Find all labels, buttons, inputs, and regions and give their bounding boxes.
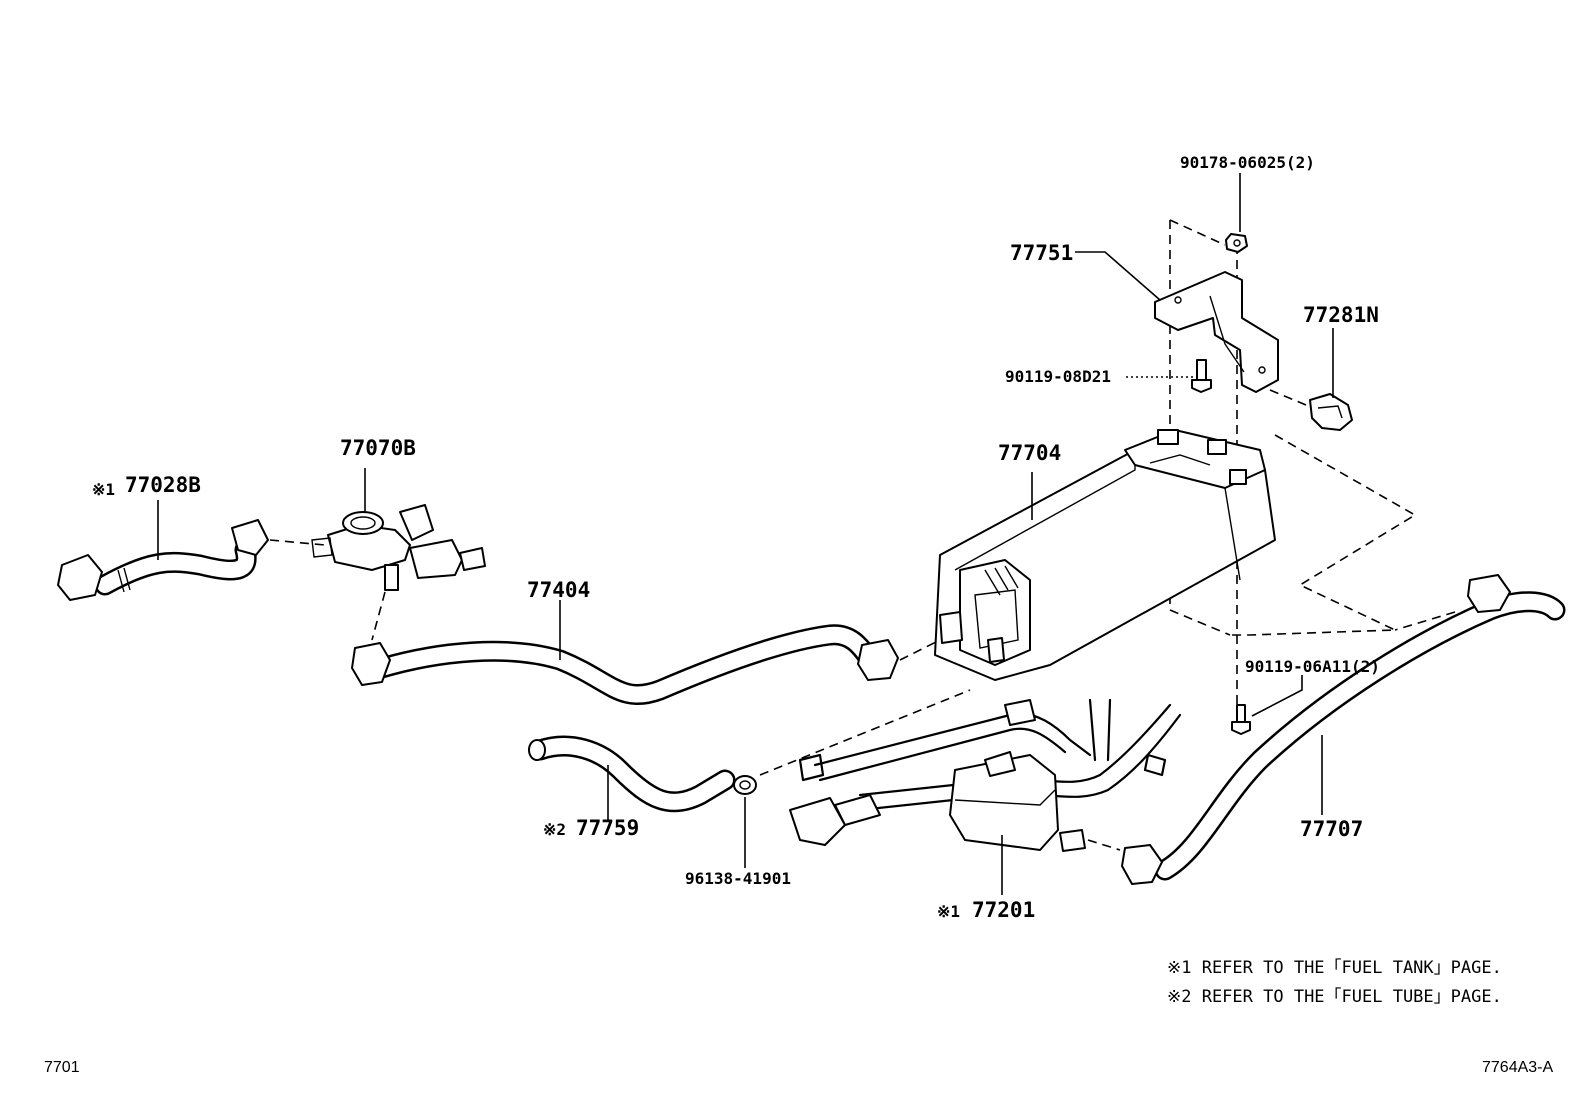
callout-77028B-mark: ※1 — [92, 480, 115, 499]
callout-90178-06025[interactable]: 90178-06025(2) — [1180, 153, 1315, 172]
callout-77201[interactable]: 77201 — [972, 898, 1035, 922]
callout-90119-08D21[interactable]: 90119-08D21 — [1005, 367, 1111, 386]
purge-hose[interactable] — [351, 624, 899, 705]
callout-77028B[interactable]: 77028B — [125, 473, 201, 497]
canister-bracket[interactable] — [1154, 271, 1279, 393]
charcoal-canister[interactable] — [934, 429, 1276, 681]
canister-clamp[interactable] — [1309, 393, 1353, 431]
hose-clamp[interactable] — [733, 775, 757, 795]
callout-90119-06A11[interactable]: 90119-06A11(2) — [1245, 657, 1380, 676]
page-code: 7701 — [44, 1059, 80, 1076]
callout-77759[interactable]: 77759 — [576, 816, 639, 840]
leader-lines — [157, 173, 1334, 895]
callout-77404[interactable]: 77404 — [527, 578, 590, 602]
connection-line — [1394, 611, 1456, 631]
footnote-fuel-tank: ※1 REFER TO THE「FUEL TANK」PAGE. — [1167, 958, 1502, 978]
fuel-vapor-hose[interactable] — [57, 519, 269, 601]
nut[interactable] — [1225, 233, 1248, 253]
footnote-fuel-tube: ※2 REFER TO THE「FUEL TUBE」PAGE. — [1167, 987, 1502, 1007]
bolt[interactable] — [1231, 704, 1251, 735]
fuel-tube-hose[interactable] — [528, 735, 736, 813]
bolt[interactable] — [1191, 359, 1212, 393]
fuel-tank-sub-assembly[interactable] — [949, 699, 1086, 852]
callout-77759-mark: ※2 — [543, 820, 566, 839]
vacuum-switching-valve[interactable] — [311, 504, 486, 591]
vent-hose[interactable] — [1121, 574, 1566, 885]
callout-77704[interactable]: 77704 — [998, 441, 1061, 465]
illustration-code: 7764A3-A — [1482, 1059, 1553, 1076]
connection-line — [899, 639, 941, 661]
callout-77070B[interactable]: 77070B — [340, 436, 416, 460]
callout-77707[interactable]: 77707 — [1300, 817, 1363, 841]
connection-line — [371, 591, 386, 641]
connection-line — [759, 689, 971, 776]
callout-77201-mark: ※1 — [937, 902, 960, 921]
callout-96138-41901[interactable]: 96138-41901 — [685, 869, 791, 888]
callout-77751[interactable]: 77751 — [1010, 241, 1073, 265]
callout-77281N[interactable]: 77281N — [1303, 303, 1379, 327]
connection-line — [269, 539, 326, 546]
connection-line — [1087, 839, 1121, 851]
